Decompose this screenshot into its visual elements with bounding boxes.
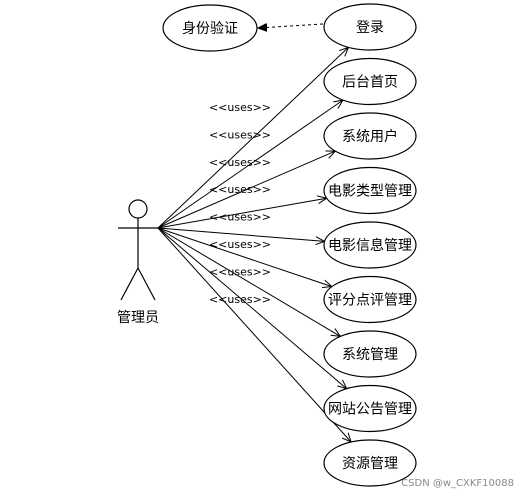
actor-label: 管理员 [117, 310, 159, 326]
uses-stereotype-label: <<uses>> [209, 128, 271, 141]
use-case-identity-verification: 身份验证 [162, 4, 258, 52]
actor-admin: 管理员 [117, 199, 159, 326]
use-case-oval [162, 4, 258, 52]
association-line [157, 151, 335, 229]
use-case-label: 评分点评管理 [328, 293, 412, 309]
include-dependency-arrow [258, 24, 324, 28]
association-line [157, 198, 327, 229]
uses-stereotype-label: <<uses>> [209, 183, 271, 196]
use-case-label: 后台首页 [342, 75, 398, 91]
use-case-oval [323, 439, 417, 487]
use-case: 电影信息管理 [323, 221, 417, 269]
use-case: 后台首页 [323, 57, 417, 106]
use-case: 电影类型管理 [323, 166, 417, 215]
use-case-oval [323, 166, 417, 215]
uses-stereotype-label: <<uses>> [209, 238, 271, 251]
uses-stereotype-label: <<uses>> [209, 265, 271, 278]
use-case-label: 身份验证 [182, 21, 238, 37]
use-case-oval [323, 330, 417, 378]
use-case-oval [323, 57, 417, 106]
use-case-label: 电影类型管理 [328, 184, 412, 200]
actor-head [128, 199, 148, 219]
use-case: 系统管理 [323, 330, 417, 378]
uses-stereotype-label: <<uses>> [209, 293, 271, 306]
use-case-label: 电影信息管理 [328, 237, 412, 254]
associations: <<uses>> <<uses>> <<uses>> <<uses>> <<uses>>… [157, 47, 351, 442]
use-case: 评分点评管理 [323, 275, 417, 324]
use-case: 资源管理 [323, 439, 417, 487]
use-case-label: 登录 [356, 20, 384, 36]
use-case-label: 资源管理 [342, 456, 398, 472]
uses-stereotype-label: <<uses>> [209, 101, 271, 114]
association-line [157, 227, 351, 442]
uses-stereotype-label: <<uses>> [209, 211, 271, 224]
association-line [157, 227, 332, 287]
use-case-oval [323, 275, 417, 324]
uses-stereotype-label: <<uses>> [209, 156, 271, 169]
actor-right-leg [137, 267, 156, 301]
use-case: 系统用户 [323, 112, 417, 160]
use-case: 网站公告管理 [323, 384, 417, 433]
watermark: CSDN @w_CXKF10088 [401, 478, 514, 489]
use-case-oval [323, 3, 417, 51]
association-line [157, 227, 325, 241]
association-line [157, 47, 349, 229]
use-case-oval [323, 221, 417, 269]
use-case-label: 网站公告管理 [328, 402, 412, 418]
association-line [157, 100, 343, 229]
use-case: 登录 [323, 3, 417, 51]
association-line [157, 227, 347, 389]
use-case-oval [323, 384, 417, 433]
actor-left-leg [120, 267, 139, 301]
use-case-label: 系统用户 [342, 128, 398, 145]
use-case-label: 系统管理 [342, 347, 398, 363]
use-case-list: 登录后台首页系统用户电影类型管理电影信息管理评分点评管理系统管理网站公告管理资源… [323, 3, 417, 487]
use-case-oval [323, 112, 417, 160]
association-line [157, 227, 340, 336]
